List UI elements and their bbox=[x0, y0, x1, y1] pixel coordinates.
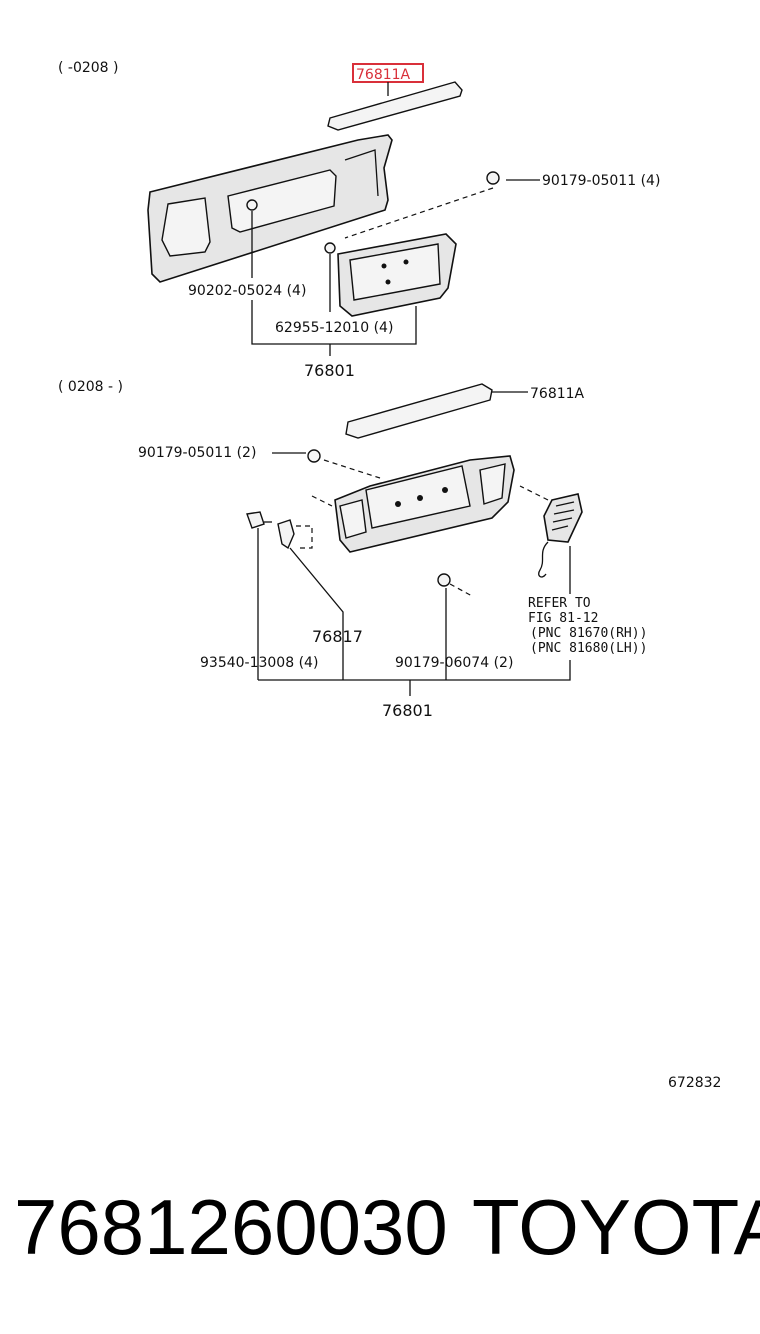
molding-strip-bottom bbox=[345, 383, 493, 439]
garnish-right-edge bbox=[344, 149, 379, 197]
nut-90179-top-icon bbox=[486, 171, 500, 185]
garnish-plate-recess bbox=[227, 169, 337, 233]
label-93540[interactable]: 93540-13008 (4) bbox=[200, 655, 318, 671]
footer-brand: TOYOTA bbox=[472, 1183, 760, 1271]
label-76801-bottom[interactable]: 76801 bbox=[382, 701, 433, 720]
molding-strip-top bbox=[327, 81, 463, 131]
nut-90179-06074-icon bbox=[437, 573, 451, 587]
callout-76811A-highlight[interactable]: 76811A bbox=[356, 67, 411, 83]
dashline-bottom-1 bbox=[323, 459, 381, 479]
label-76801-top[interactable]: 76801 bbox=[304, 361, 355, 380]
label-90179-06074[interactable]: 90179-06074 (2) bbox=[395, 655, 513, 671]
label-62955[interactable]: 62955-12010 (4) bbox=[275, 320, 393, 336]
dashline-grommet bbox=[296, 525, 313, 549]
label-76817[interactable]: 76817 bbox=[312, 627, 363, 646]
leader-76817 bbox=[289, 547, 344, 680]
grommet-76817-icon bbox=[277, 519, 295, 550]
dashline-lamp bbox=[519, 485, 549, 501]
license-lamp-wire bbox=[538, 541, 549, 578]
top-range-label: ( -0208 ) bbox=[58, 60, 119, 76]
bottom-range-label: ( 0208 - ) bbox=[58, 379, 123, 395]
bracket-bottom-hole-3 bbox=[442, 487, 448, 493]
bracket-hole-2 bbox=[403, 259, 409, 265]
license-lamp-lens-lines bbox=[551, 501, 575, 531]
dashline-grommet-2 bbox=[311, 495, 333, 507]
refer-line-2[interactable]: FIG 81-12 bbox=[528, 611, 598, 626]
clip-90202-icon bbox=[246, 199, 258, 211]
bracket-bottom-hole-1 bbox=[395, 501, 401, 507]
screw-62955-icon bbox=[324, 242, 336, 254]
license-bracket-top-inner bbox=[349, 243, 441, 301]
label-90202[interactable]: 90202-05024 (4) bbox=[188, 283, 306, 299]
bracket-bottom-right-lamp bbox=[479, 463, 506, 505]
refer-line-3[interactable]: (PNC 81670(RH)) bbox=[530, 626, 647, 641]
nut-90179-bottom-icon bbox=[307, 449, 321, 463]
dashline-bottom-nut bbox=[449, 583, 473, 597]
footer-part-number: 7681260030 bbox=[14, 1183, 448, 1271]
bracket-bottom-left-lamp bbox=[339, 499, 367, 539]
bracket-hole-3 bbox=[385, 279, 391, 285]
figure-number: 672832 bbox=[668, 1075, 721, 1091]
assembly-bracket-bottom bbox=[258, 660, 571, 681]
refer-line-1[interactable]: REFER TO bbox=[528, 596, 591, 611]
garnish-left-recess bbox=[161, 197, 211, 257]
label-90179-top[interactable]: 90179-05011 (4) bbox=[542, 173, 660, 189]
refer-line-4[interactable]: (PNC 81680(LH)) bbox=[530, 641, 647, 656]
dashline-top-1 bbox=[344, 187, 494, 239]
bracket-bottom-hole-2 bbox=[417, 495, 423, 501]
license-lamp bbox=[543, 493, 583, 543]
bracket-hole-1 bbox=[381, 263, 387, 269]
label-90179-bottom[interactable]: 90179-05011 (2) bbox=[138, 445, 256, 461]
screw-93540-icon bbox=[246, 511, 265, 529]
label-76811A-bottom[interactable]: 76811A bbox=[530, 386, 585, 402]
assembly-bracket-top bbox=[251, 300, 417, 345]
